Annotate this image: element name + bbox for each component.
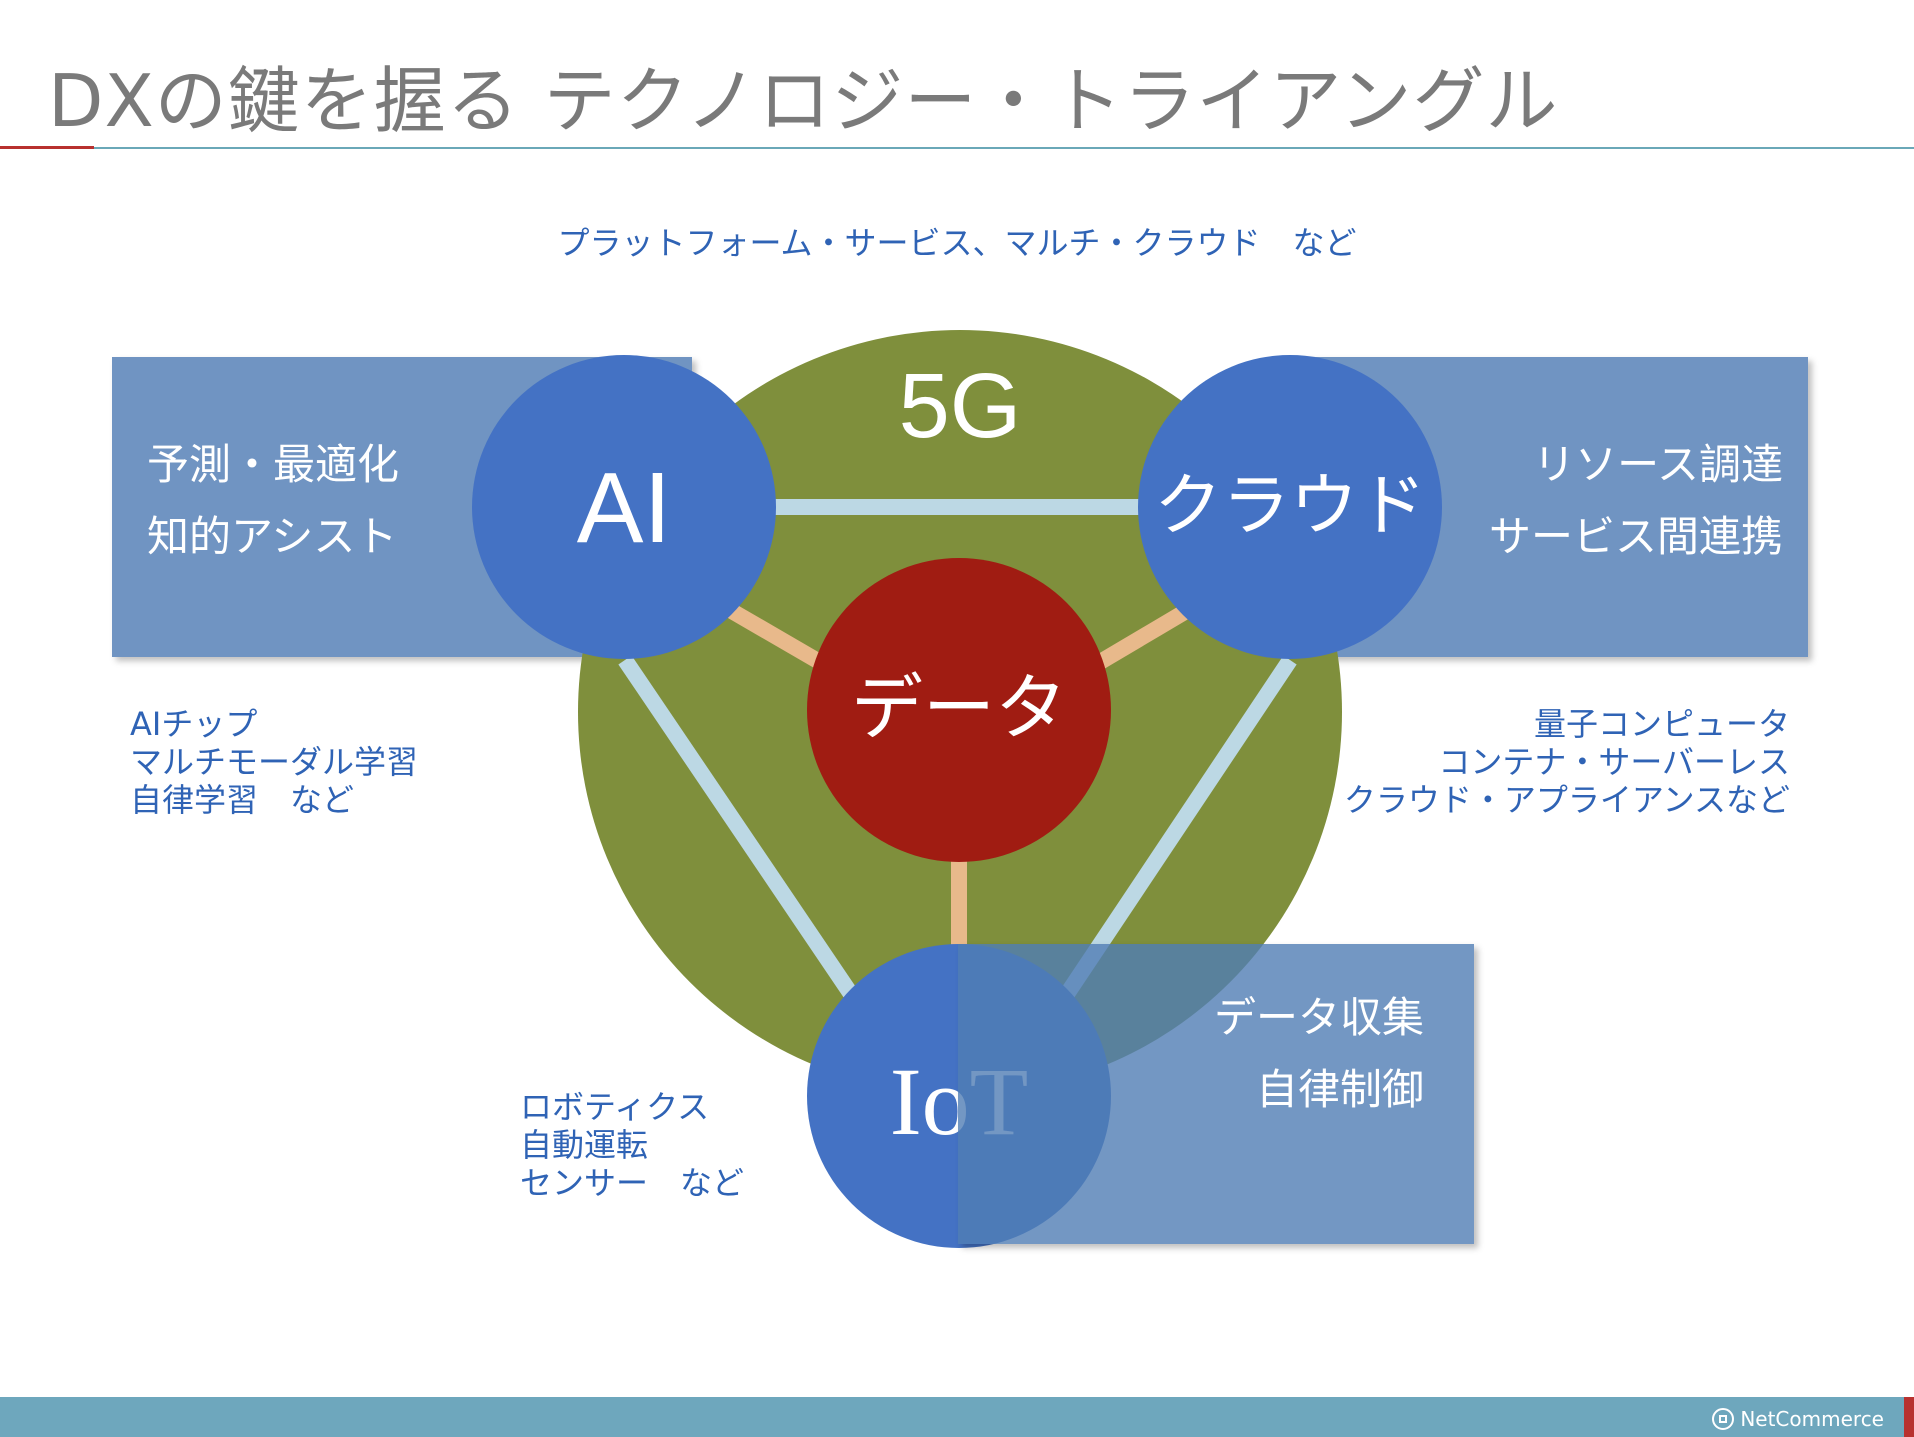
brand-mark-icon (1712, 1408, 1735, 1430)
cloud-caption-line: クラウド・アプライアンスなど (1343, 781, 1790, 819)
link-data-cloud (1085, 603, 1193, 675)
ai-node-label: AI (577, 452, 671, 564)
cloud-caption-line: コンテナ・サーバーレス (1438, 743, 1790, 781)
ai-caption-line: AIチップ (130, 705, 258, 743)
cloud-platform-caption: プラットフォーム・サービス、マルチ・クラウド など (557, 224, 1357, 262)
ai-panel-line: 予測・最適化 (147, 440, 400, 489)
cloud-node (1138, 355, 1442, 659)
footer-accent (1904, 1397, 1914, 1437)
iot-panel: データ収集 自律制御 (958, 944, 1474, 1244)
iot-caption-line: 自動運転 (520, 1126, 649, 1164)
cloud-panel-line: サービス間連携 (1488, 512, 1783, 561)
ai-caption: AIチップ マルチモーダル学習 自律学習 など (130, 705, 418, 819)
link-ai-iot (618, 655, 862, 1005)
ai-caption-line: 自律学習 など (130, 781, 355, 819)
page-title: DXの鍵を握る テクノロジー・トライアングル (48, 59, 1559, 143)
brand-logo: NetCommerce (1712, 1407, 1884, 1431)
data-node (807, 558, 1111, 862)
iot-panel-line: 自律制御 (1255, 1065, 1424, 1114)
cloud-caption: 量子コンピュータ コンテナ・サーバーレス クラウド・アプライアンスなど (1344, 705, 1790, 819)
cloud-node-label: クラウド (1154, 467, 1426, 546)
cloud-caption-line: 量子コンピュータ (1533, 705, 1790, 743)
5g-label: 5G (899, 355, 1022, 457)
iot-caption-line: センサー など (520, 1164, 745, 1202)
cloud-panel-line: リソース調達 (1533, 440, 1783, 489)
title-rule-accent (0, 146, 94, 149)
footer-bar (0, 1397, 1914, 1437)
iot-panel-line: データ収集 (1213, 993, 1424, 1042)
link-cloud-iot (1056, 655, 1297, 1005)
link-data-ai (725, 603, 835, 675)
ai-panel-line: 知的アシスト (147, 512, 398, 561)
brand-name: NetCommerce (1740, 1407, 1884, 1431)
title-rule (94, 147, 1914, 149)
iot-caption: ロボティクス 自動運転 センサー など (520, 1088, 744, 1202)
iot-caption-line: ロボティクス (520, 1088, 710, 1126)
ai-node (472, 355, 776, 659)
data-node-label: データ (851, 666, 1067, 750)
ai-caption-line: マルチモーダル学習 (130, 743, 419, 781)
